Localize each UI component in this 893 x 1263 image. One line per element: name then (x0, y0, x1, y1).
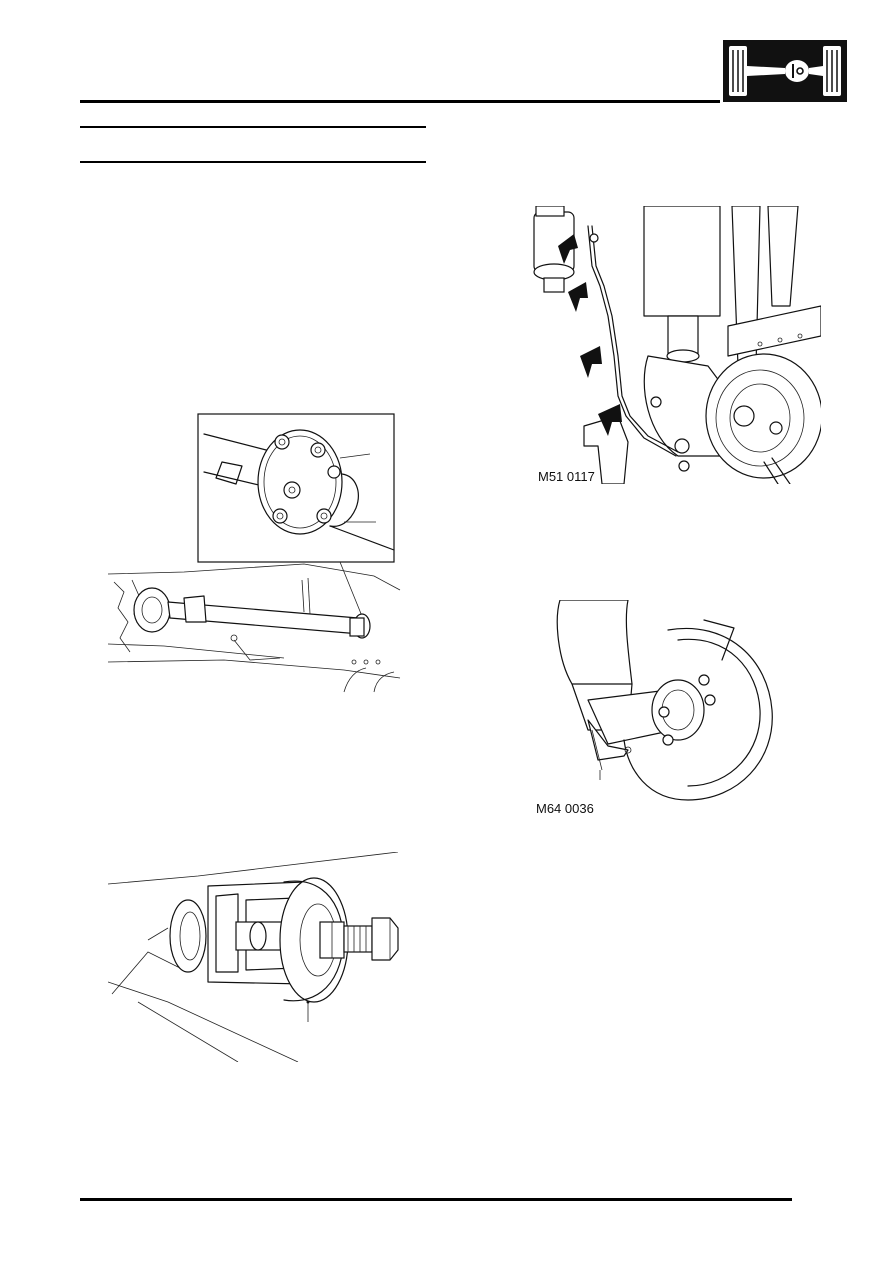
figure-propshaft-coupling (104, 412, 402, 694)
section-rule-top (80, 126, 426, 128)
section-tab (723, 40, 847, 102)
section-rule-bottom (80, 161, 426, 163)
figure-caption-hub-assembly: M64 0036 (536, 801, 594, 816)
figure-puller-tool (108, 852, 402, 1062)
axle-drive-shaft-icon (723, 40, 847, 102)
header-rule (80, 100, 720, 103)
figure-caption-sensor-harness: M51 0117 (536, 469, 597, 484)
figure-sensor-harness: M51 0117 (528, 206, 821, 484)
footer-rule (80, 1198, 792, 1201)
figure-hub-assembly: M64 0036 (528, 600, 778, 820)
